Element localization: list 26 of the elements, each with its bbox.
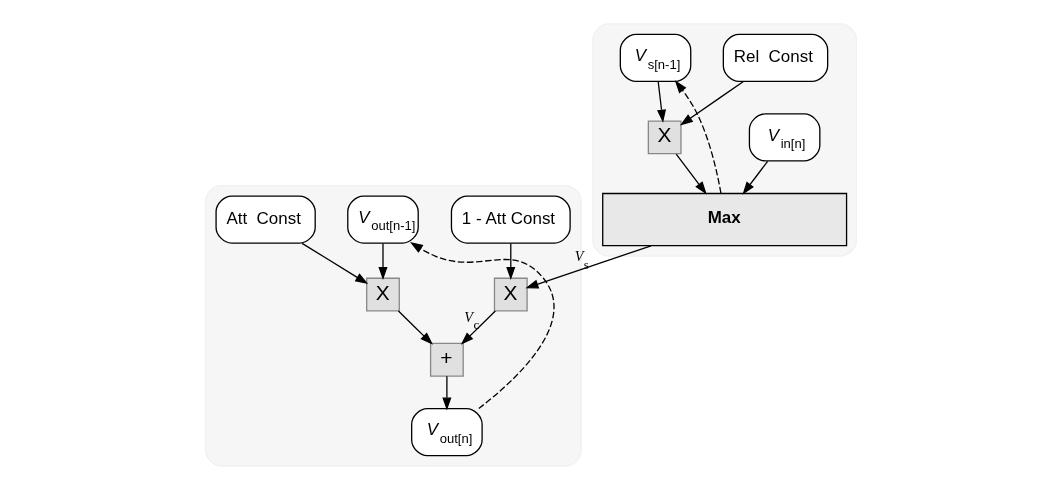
node-box: V$_{s[n-1]}$	[619, 33, 691, 82]
node-box: X	[365, 277, 400, 312]
node-box: V$_{in[n]}$	[748, 113, 820, 162]
cluster	[591, 23, 857, 257]
arrow	[409, 242, 554, 410]
arrow	[441, 375, 451, 411]
arrow	[675, 153, 707, 195]
arrow	[397, 310, 433, 345]
arrow	[524, 245, 652, 289]
arrow	[377, 242, 388, 281]
node-box: Rel Const	[722, 33, 828, 82]
node-box: V$_{out[n]}$	[410, 408, 483, 457]
node-box: X	[493, 277, 528, 312]
node-box: +	[429, 342, 464, 377]
node-box: Att Const	[214, 195, 316, 244]
arrow	[679, 80, 744, 126]
arrow	[741, 160, 768, 195]
arrow	[300, 242, 368, 285]
node-box: X	[647, 120, 682, 155]
node-box: V$_{out[n-1]}$	[346, 195, 419, 244]
arrow	[656, 80, 666, 123]
arrow	[460, 310, 496, 345]
node-box: 1 - Att Const	[450, 195, 571, 244]
arrow	[505, 242, 515, 281]
node-box: Max	[601, 192, 847, 247]
arrow	[674, 80, 722, 194]
